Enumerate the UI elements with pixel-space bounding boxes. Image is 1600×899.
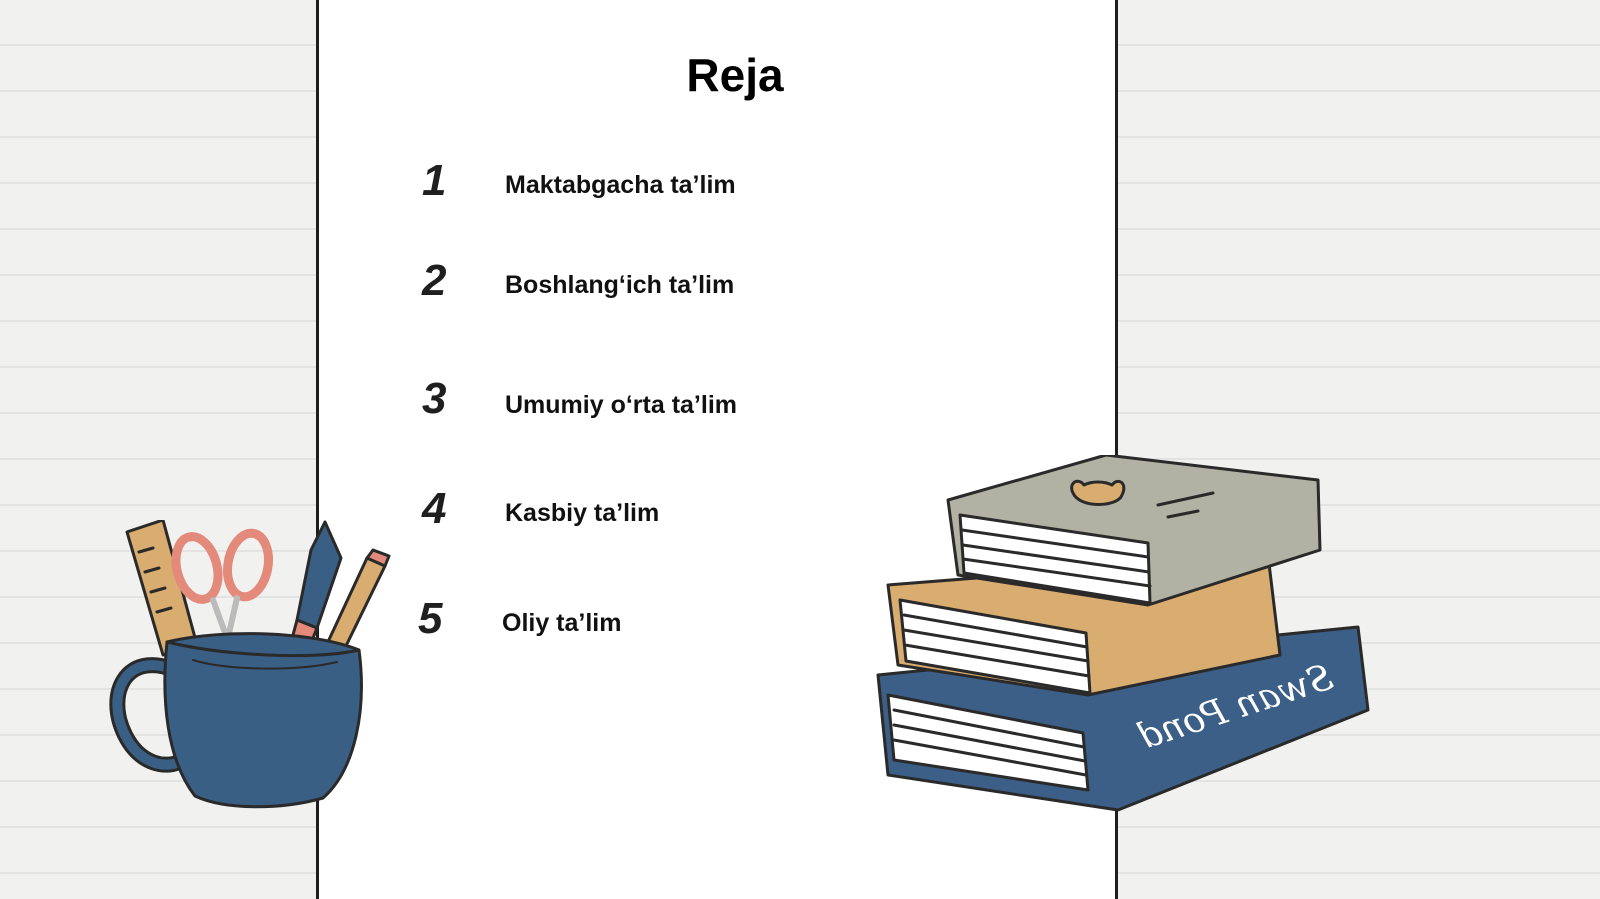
agenda-item-label: Boshlang‘ich ta’lim (505, 271, 735, 299)
slide-title: Reja (686, 49, 784, 101)
agenda-item-label: Umumiy o‘rta ta’lim (505, 391, 737, 419)
pencil-cup-icon (109, 520, 391, 809)
agenda-item-number: 5 (418, 594, 443, 643)
agenda-item-number: 3 (422, 374, 447, 423)
agenda-item-label: Kasbiy ta’lim (505, 499, 660, 527)
agenda-item-number: 1 (422, 156, 447, 205)
left-paper-background (0, 0, 316, 899)
book-stack-icon: Swan Pond (876, 455, 1370, 812)
agenda-item-number: 2 (422, 256, 447, 305)
agenda-item-label: Oliy ta’lim (502, 609, 622, 637)
agenda-item-number: 4 (422, 484, 447, 533)
agenda-item-label: Maktabgacha ta’lim (505, 171, 736, 199)
